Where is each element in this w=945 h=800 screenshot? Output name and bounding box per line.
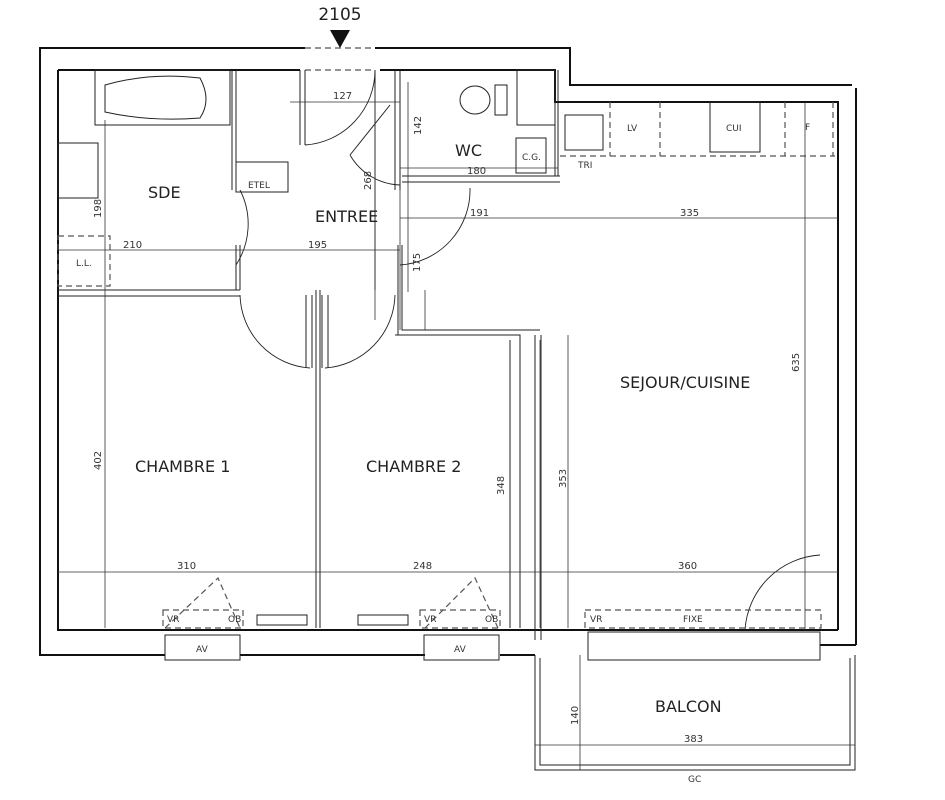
bathtub-icon [94, 69, 231, 126]
etel-label: ETEL [248, 181, 270, 191]
f-label: F [805, 123, 810, 133]
dim-142: 142 [413, 116, 424, 135]
fixe-label: FIXE [683, 615, 703, 625]
room-label-chambre-1: CHAMBRE 1 [135, 457, 230, 476]
dim-310: 310 [177, 561, 196, 572]
dim-268: 268 [363, 171, 374, 190]
dim-191: 191 [470, 208, 489, 219]
dim-348: 348 [496, 476, 507, 495]
toilet-icon [459, 69, 556, 126]
dim-175: 175 [412, 253, 423, 272]
tri-label: TRI [577, 161, 592, 171]
room-label-wc: WC [455, 141, 482, 160]
room-label-entree: ENTREE [315, 207, 378, 226]
unit-number: 2105 [318, 5, 361, 25]
sink-icon [57, 142, 99, 199]
entrance-arrow-icon [330, 30, 350, 48]
dim-248: 248 [413, 561, 432, 572]
dimension-lines [58, 82, 855, 770]
room-label-sde: SDE [148, 183, 181, 202]
vr-label-1: VR [167, 615, 179, 625]
ob-label-1: OB [228, 615, 241, 625]
exterior-walls [39, 47, 857, 656]
windows [162, 576, 822, 661]
kitchen-counter [560, 101, 835, 157]
balcony [534, 655, 856, 771]
towel-rail-icon [235, 161, 289, 193]
dim-140: 140 [570, 706, 581, 725]
room-label-chambre-2: CHAMBRE 2 [366, 457, 461, 476]
av-label-2: AV [454, 645, 467, 655]
vr-label-3: VR [590, 615, 602, 625]
cg-label: C.G. [522, 153, 541, 163]
dim-210: 210 [123, 240, 142, 251]
dim-635: 635 [791, 353, 802, 372]
dim-335: 335 [680, 208, 699, 219]
dim-195: 195 [308, 240, 327, 251]
dim-353: 353 [558, 469, 569, 488]
lv-label: LV [627, 124, 638, 134]
room-label-sejour: SEJOUR/CUISINE [620, 373, 750, 392]
vr-label-2: VR [424, 615, 436, 625]
ll-label: L.L. [76, 259, 92, 269]
dim-402: 402 [93, 451, 104, 470]
interior-walls [58, 70, 560, 640]
dim-198: 198 [93, 199, 104, 218]
ll-zone [57, 235, 111, 287]
dim-180: 180 [467, 166, 486, 177]
gc-label: GC [688, 775, 701, 785]
dim-127: 127 [333, 91, 352, 102]
cg-box [515, 137, 547, 174]
cui-label: CUI [726, 124, 742, 134]
av-label-1: AV [196, 645, 209, 655]
room-label-balcon: BALCON [655, 697, 722, 716]
dim-383: 383 [684, 734, 703, 745]
doors [235, 69, 821, 631]
ob-label-2: OB [485, 615, 498, 625]
dim-360: 360 [678, 561, 697, 572]
